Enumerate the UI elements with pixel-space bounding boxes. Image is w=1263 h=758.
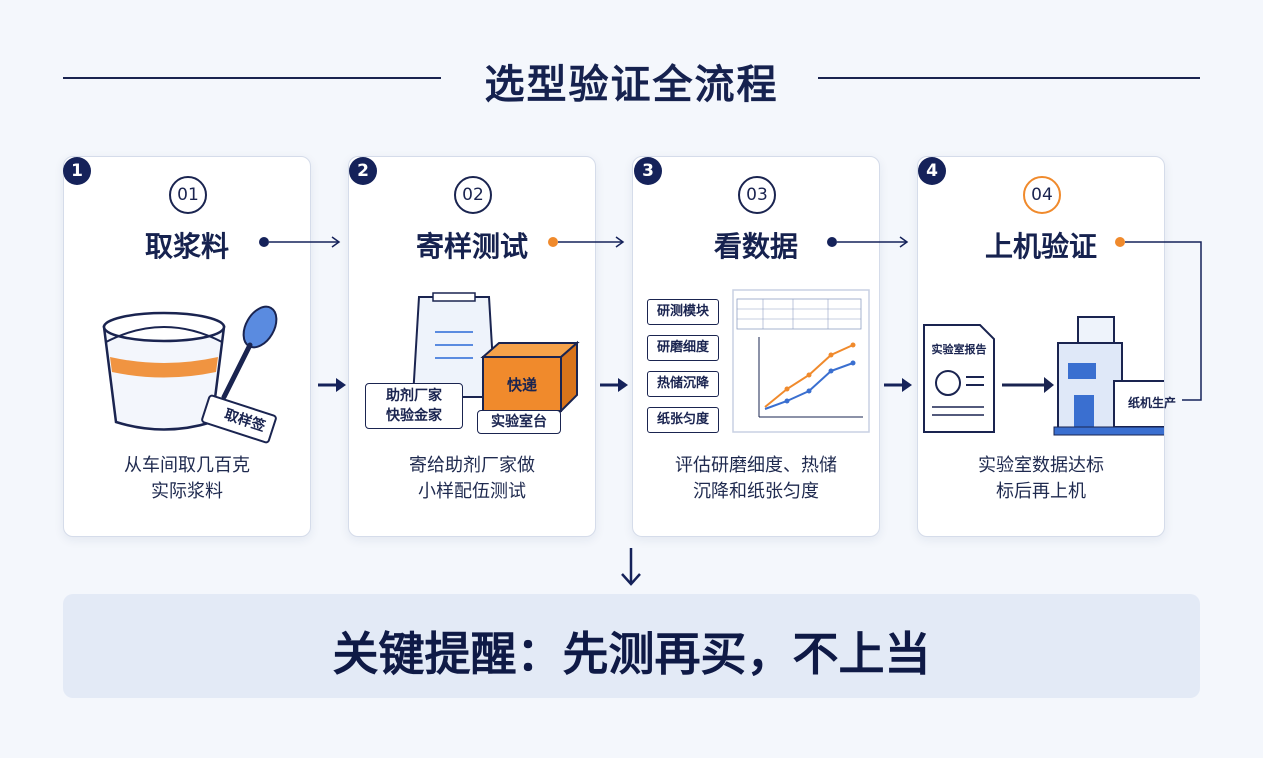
step-desc-3: 评估研磨细度、热储 沉降和纸张匀度 [653,453,859,505]
arrow-down [621,548,641,586]
step-number-2: 02 [454,176,492,214]
step-desc-2-line1: 寄给助剂厂家做 [409,455,535,476]
step-title-1: 取浆料 [144,230,229,263]
title-divider-left [63,77,441,79]
step-desc-3-line1: 评估研磨细度、热储 [675,455,837,476]
supplier-label: 助剂厂家 快验金家 [365,383,463,429]
step-title-3: 看数据 [713,230,798,263]
step-desc-2: 寄给助剂厂家做 小样配伍测试 [369,453,575,505]
module-1: 研测模块 [647,299,719,325]
step-desc-4-line1: 实验室数据达标 [978,455,1104,476]
step-card-4: 04 上机验证 实验室报告 纸机生产 实验室数据达标 标后再上机 [917,156,1176,537]
page-title: 选型验证全流程 [484,62,779,108]
box-label: 快递 [506,376,537,394]
lab-bench-label: 实验室台 [477,410,561,434]
step-badge-3: 3 [634,157,662,185]
title-row: 选型验证全流程 [63,52,1200,108]
step-badge-1: 1 [63,157,91,185]
step-title-4: 上机验证 [984,230,1097,263]
machine-label: 纸机生产 [1127,396,1176,410]
supplier-label-line1: 助剂厂家 [386,388,442,404]
report-machine-illustration [923,316,1164,436]
step-badge-4: 4 [918,157,946,185]
reminder-text: 关键提醒：先测再买，不上当 [332,627,931,681]
step-desc-1-line2: 实际浆料 [151,481,223,502]
arrow-mid-2 [600,378,628,392]
data-sheet-illustration [732,289,870,433]
step-title-2: 寄样测试 [415,230,528,263]
arrow-mid-1 [318,378,346,392]
step-desc-2-line2: 小样配伍测试 [418,481,526,502]
step-card-2: 02 寄样测试 快递 助剂厂家 快验金家 实验室台 寄给助剂厂家做 小样配伍测试 [348,156,596,537]
bucket-spoon-illustration [102,305,278,444]
step-number-4: 04 [1023,176,1061,214]
step-card-1: 01 取浆料 取样签 从车间取几百克 实际浆料 [63,156,311,537]
step-badge-2: 2 [349,157,377,185]
step-desc-4-line2: 标后再上机 [996,481,1086,502]
title-divider-right [818,77,1200,79]
step-desc-1: 从车间取几百克 实际浆料 [84,453,290,505]
step-number-1: 01 [169,176,207,214]
step-desc-4: 实验室数据达标 标后再上机 [938,453,1144,505]
step-desc-3-line2: 沉降和纸张匀度 [693,481,819,502]
step-card-3: 03 看数据 研测模块 研磨细度 热储沉降 纸张匀度 评估研磨细度、热储 沉降和… [632,156,880,537]
shipping-illustration [411,292,580,414]
module-4: 纸张匀度 [647,407,719,433]
step-number-3: 03 [738,176,776,214]
reminder-banner: 关键提醒：先测再买，不上当 [63,594,1200,698]
arrow-mid-3 [884,378,912,392]
report-label: 实验室报告 [931,343,987,356]
module-2: 研磨细度 [647,335,719,361]
step-desc-1-line1: 从车间取几百克 [124,455,250,476]
module-3: 热储沉降 [647,371,719,397]
supplier-label-line2: 快验金家 [386,408,442,424]
